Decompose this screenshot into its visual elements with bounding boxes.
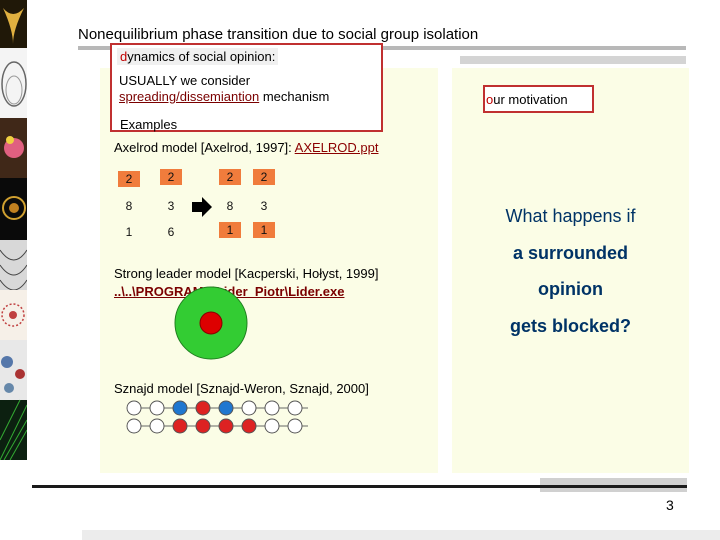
grid-after-cell: 3 [260,199,268,213]
sznajd-node-red [195,400,211,416]
sznajd-node-red [218,418,234,434]
sznajd-model-label: Sznajd model [Sznajd-Weron, Sznajd, 2000… [114,381,369,396]
sznajd-node-white [126,418,142,434]
question-line-4: gets blocked? [509,316,632,336]
grid-before-cell: 6 [167,225,175,239]
sznajd-diagram [126,400,308,434]
grid-before-cell: 2 [118,171,140,187]
grid-after-cell: 2 [219,169,241,185]
examples-label: Examples [120,117,178,132]
grid-before-cell: 3 [167,199,175,213]
intro-mechanism-line: spreading/dissemiantion mechanism [119,89,329,104]
grid-after-cell: 1 [219,222,241,238]
grid-after-cell: 2 [253,169,275,185]
motivation-box [483,85,594,113]
slide-title: Nonequilibrium phase transition due to s… [78,26,479,43]
page-number: 3 [666,497,674,513]
sznajd-node-blue [218,400,234,416]
sznajd-node-white [287,400,303,416]
grid-after-cell: 1 [253,222,275,238]
sznajd-node-white [126,400,142,416]
title-divider-shadow [460,56,686,64]
sznajd-node-white [264,400,280,416]
sznajd-node-white [287,418,303,434]
axelrod-link[interactable]: AXELROD.ppt [294,140,379,155]
mechanism-word: mechanism [259,89,330,104]
question-line-3: opinion [538,279,603,299]
spreading-term: spreading/dissemiantion [119,89,260,104]
intro-usually-text: USUALLY we consider [119,73,251,88]
footer-divider [32,485,687,488]
sznajd-node-blue [172,400,188,416]
sznajd-node-red [241,418,257,434]
grid-before-cell: 2 [160,169,182,185]
footer-bar [82,530,720,540]
grid-before-cell: 1 [125,225,133,239]
right-arrow-icon [192,197,212,217]
sznajd-node-white [264,418,280,434]
right-content-panel [452,68,689,473]
grid-after-cell: 8 [226,199,234,213]
motivation-label: our motivation [486,92,568,107]
strong-leader-diagram [174,286,248,360]
axelrod-label: Axelrod model [Axelrod, 1997]: [114,140,295,155]
strong-leader-label: Strong leader model [Kacperski, Hołyst, … [114,266,379,281]
question-line-1: What happens if [505,206,636,226]
sznajd-node-red [195,418,211,434]
grid-before-cell: 8 [125,199,133,213]
axelrod-model-line: Axelrod model [Axelrod, 1997]: AXELROD.p… [114,140,379,155]
question-line-2: a surrounded [512,243,628,263]
sznajd-node-white [149,418,165,434]
sznajd-node-white [241,400,257,416]
sznajd-node-red [172,418,188,434]
intro-heading: dynamics of social opinion: [117,48,279,65]
sznajd-node-white [149,400,165,416]
fractal-image-strip [0,0,27,460]
